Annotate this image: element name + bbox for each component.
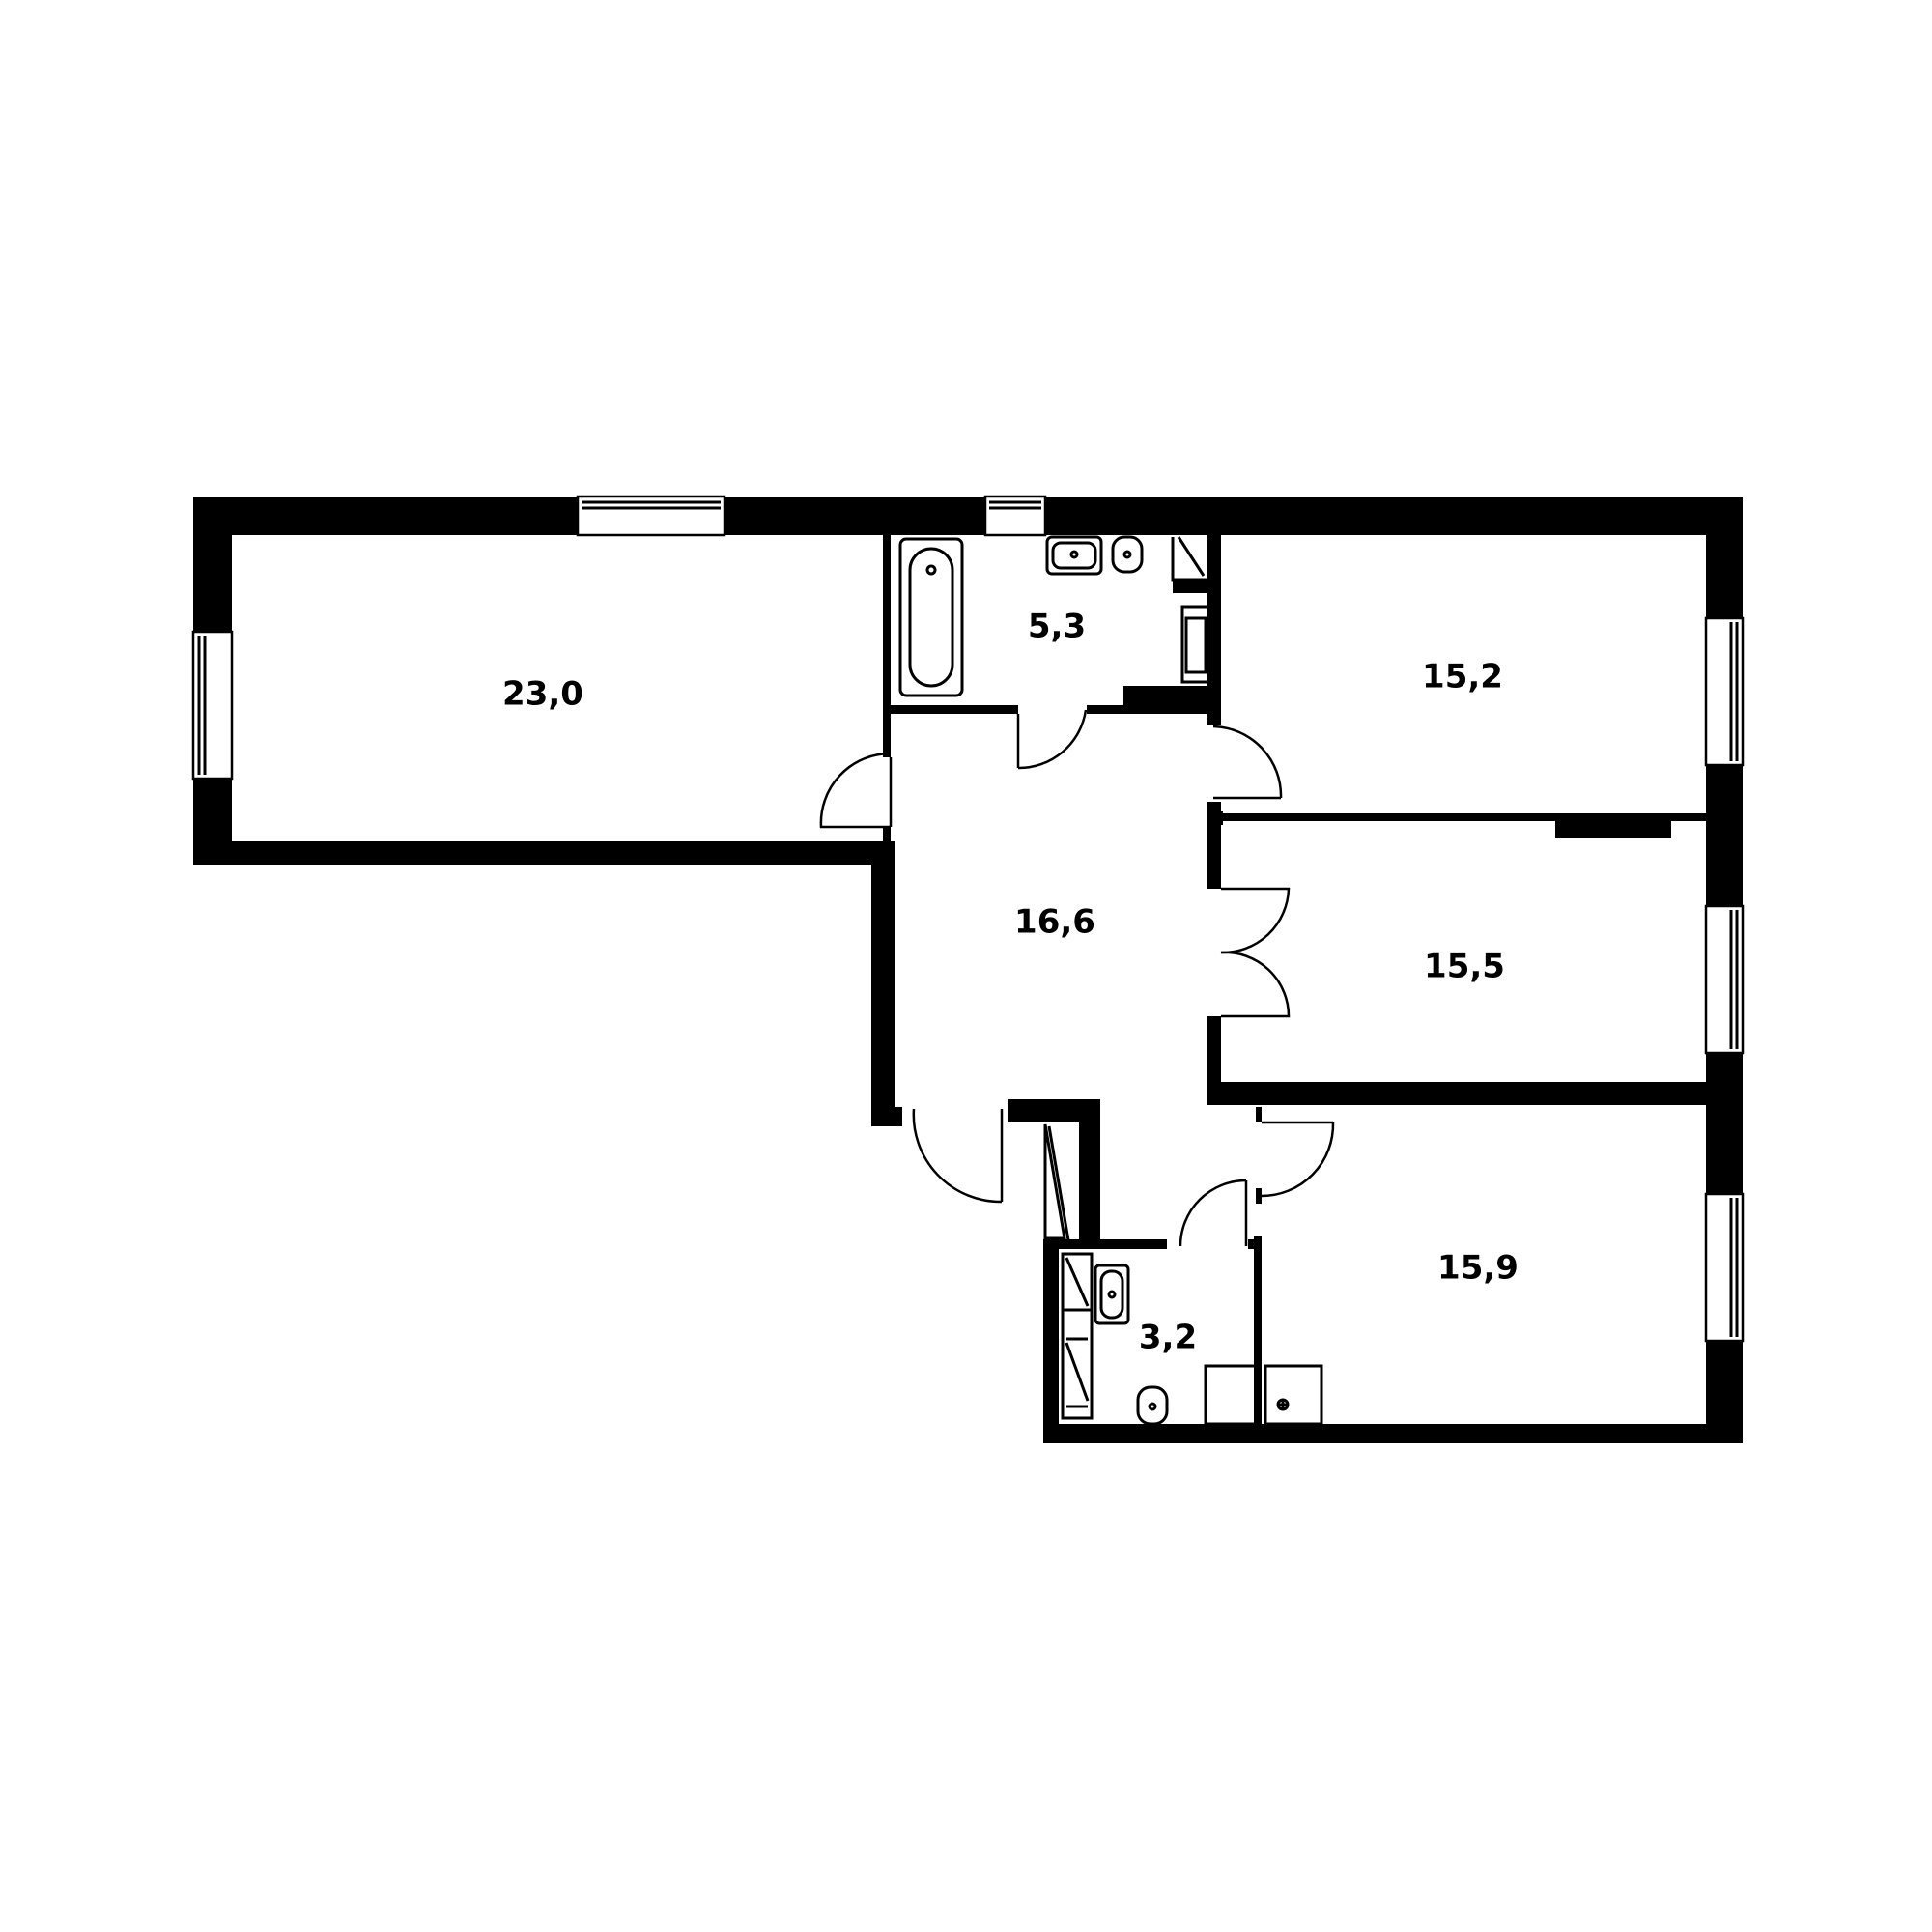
window-right-bedroom-2 [1704,904,1745,1055]
door-bedroom-2-double [1220,887,1291,1018]
door-entrance [912,1108,1004,1204]
window-right-kitchen [1704,1192,1745,1343]
interior-walls [883,535,1706,1424]
window-left-living [191,630,234,781]
room-area-bath: 5,3 [1028,608,1086,646]
room-area-living: 23,0 [502,675,583,714]
door-wc [1179,1179,1248,1247]
wc-shelf-icon [1061,1252,1094,1420]
door-living [819,752,893,829]
fixtures [898,535,1323,1426]
closet-icon [1043,1123,1070,1241]
toilet-icon [1111,535,1144,574]
window-right-bedroom-1 [1704,616,1745,767]
wc-toilet-icon [1136,1385,1169,1426]
kitchen-stove-icon [1264,1364,1323,1426]
door-kitchen [1261,1121,1335,1198]
windows [191,495,1745,1343]
washer-icon [1180,605,1211,684]
room-area-wc: 3,2 [1139,1319,1197,1357]
utility-shaft-icon [1171,536,1208,582]
room-area-bedroom-1: 15,2 [1422,658,1503,696]
room-area-kitchen: 15,9 [1437,1249,1519,1288]
door-bedroom-1 [1212,724,1283,800]
exterior-walls [193,497,1743,1443]
wc-cabinet-icon [1204,1364,1258,1426]
window-top-bath [983,495,1047,537]
wc-sink-icon [1094,1264,1130,1325]
room-labels: 23,0 5,3 15,2 16,6 15,5 3,2 15,9 [502,608,1519,1357]
bathtub-icon [898,537,964,697]
sink-icon [1045,535,1103,576]
doors [819,709,1335,1247]
door-bath [1016,709,1088,770]
room-area-bedroom-2: 15,5 [1424,948,1505,986]
window-top-living [576,495,726,537]
room-area-hall: 16,6 [1014,903,1095,942]
